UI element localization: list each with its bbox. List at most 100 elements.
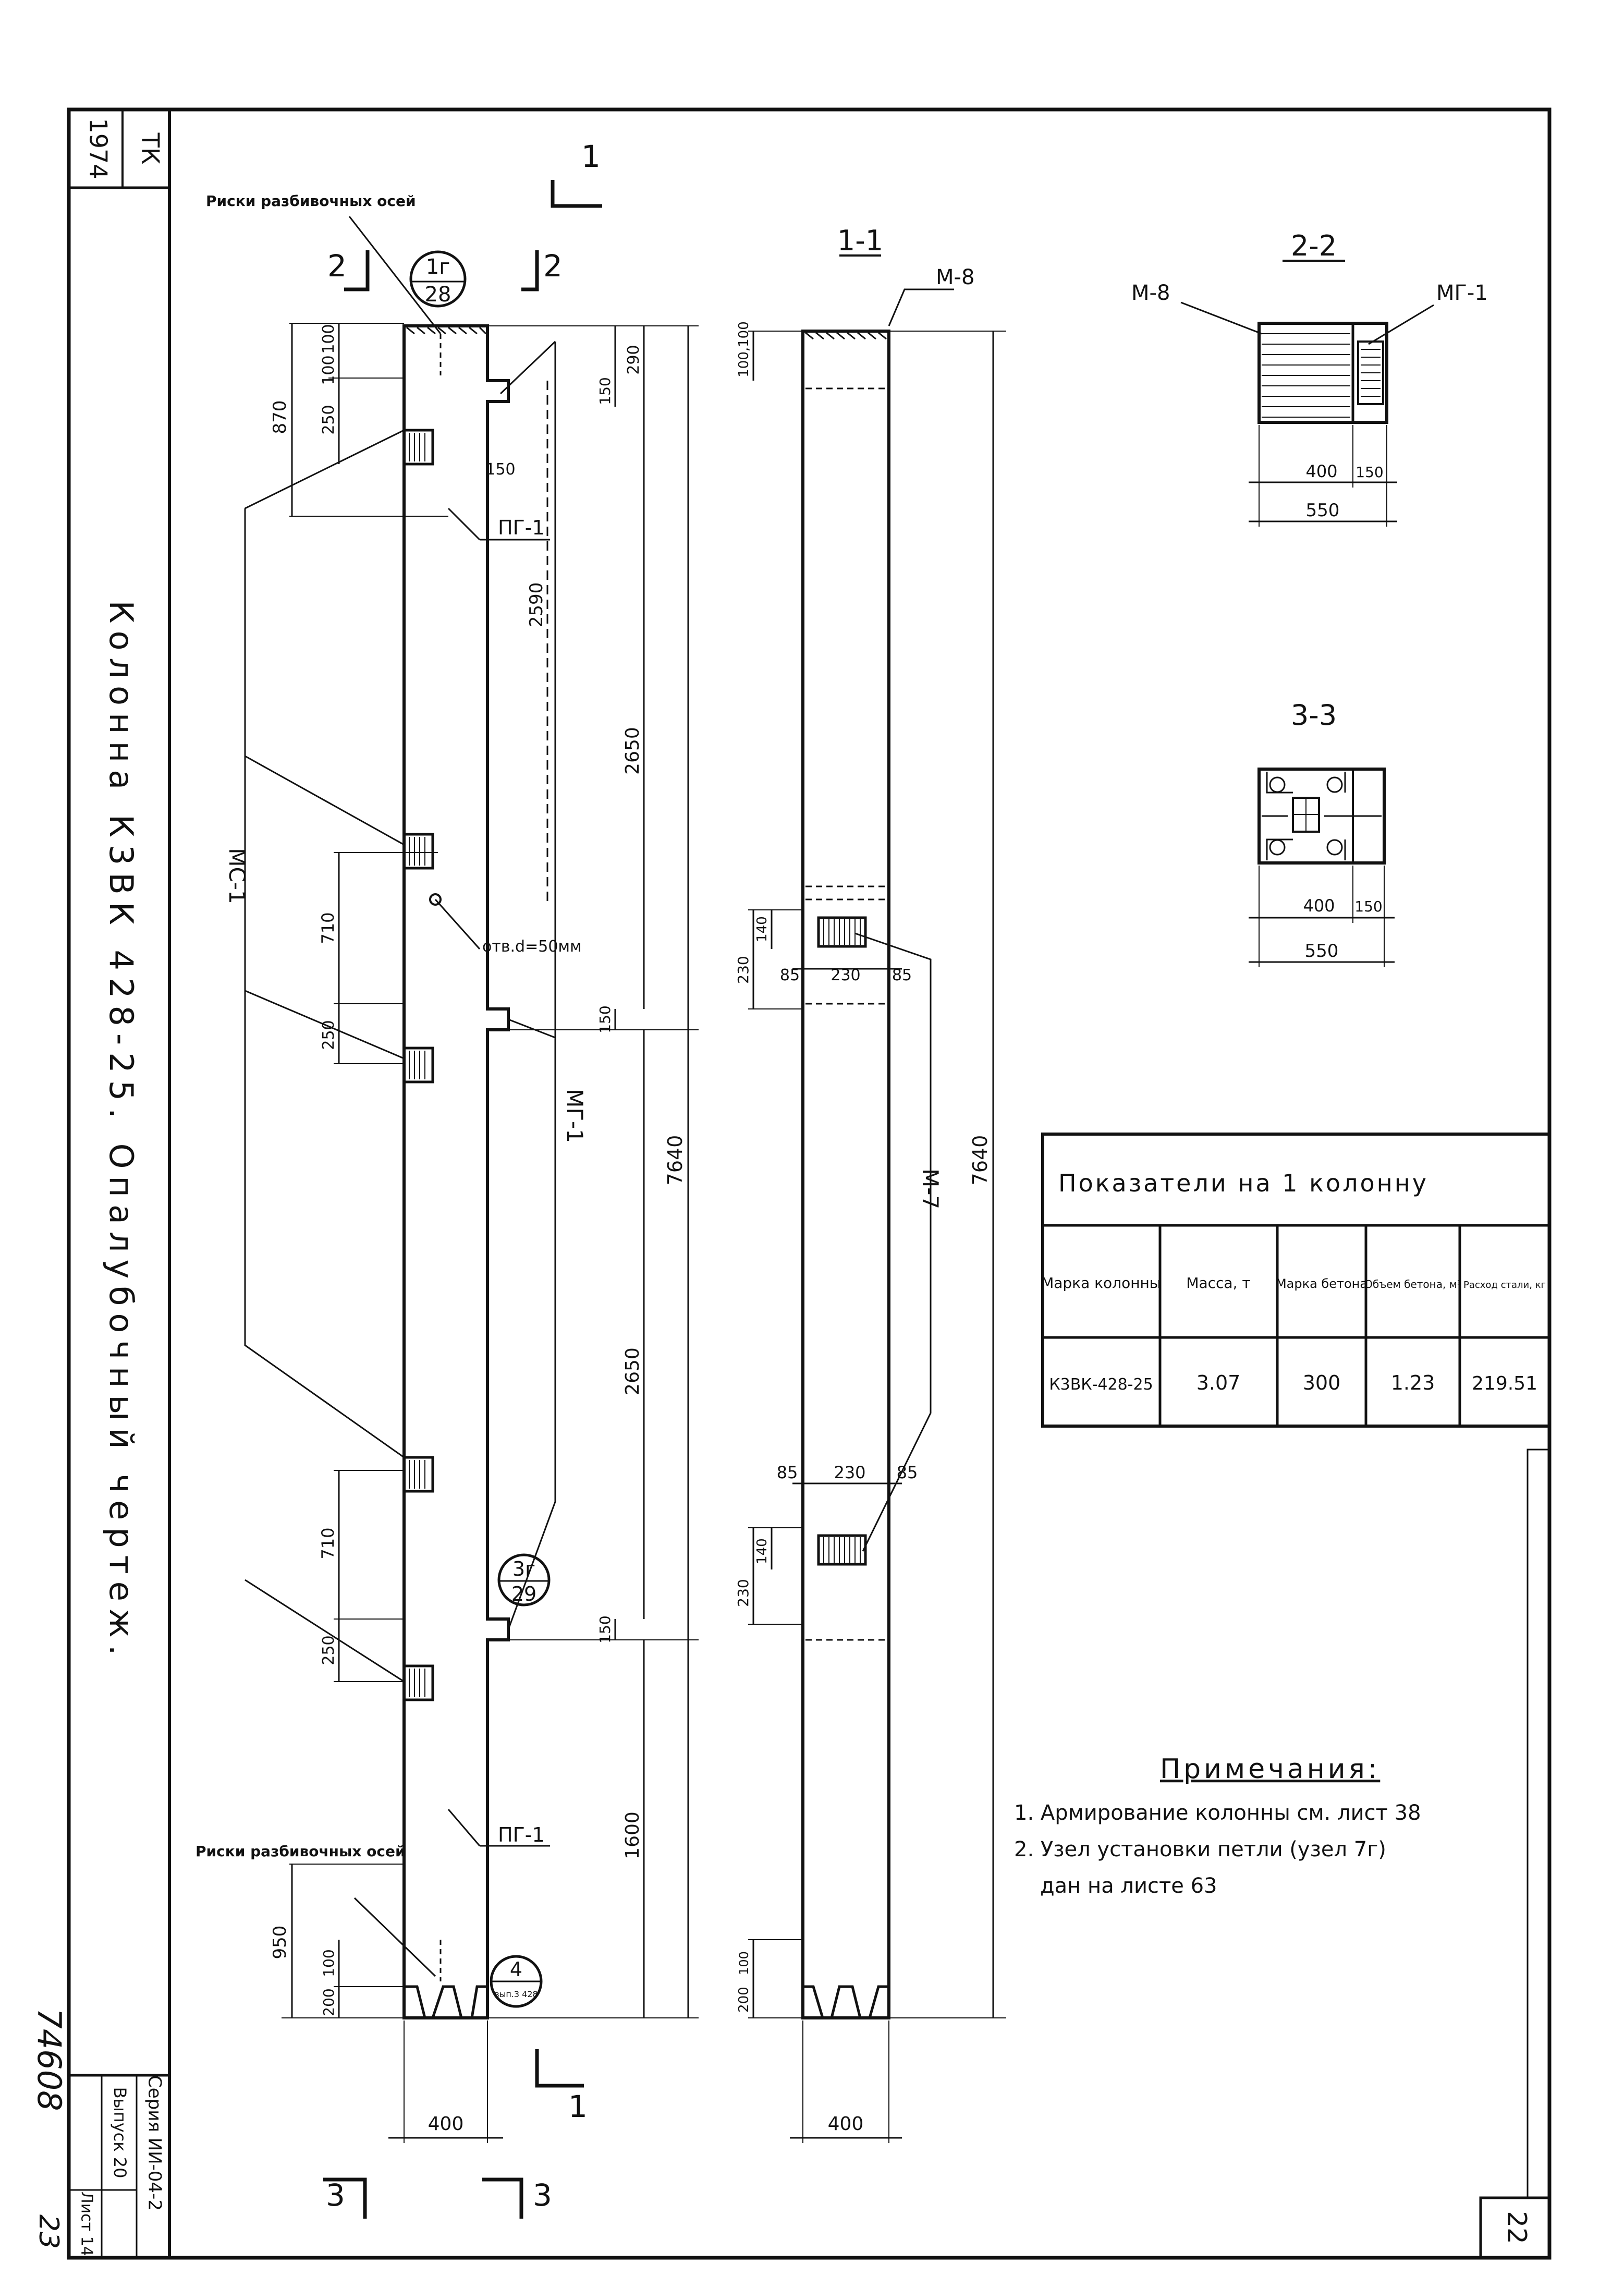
- section-2-2: [1180, 260, 1434, 527]
- sheet-label: Лист 14: [78, 2192, 96, 2256]
- dim-elev-7640: 7640: [664, 1135, 687, 1186]
- dim-elev-950: 950: [270, 1926, 290, 1960]
- section-2-2-dim-150: 150: [1356, 464, 1383, 481]
- dim-elev-2590: 2590: [526, 582, 547, 628]
- elevation-dimension-lines: [282, 323, 699, 2143]
- dim-elev-right150b: 150: [596, 1005, 614, 1033]
- dim-elev-top100b: 100: [320, 355, 338, 385]
- indicators-header-4: Расход стали, кг: [1463, 1280, 1546, 1291]
- section-2-2-m8: М-8: [1131, 281, 1170, 305]
- axis-risk-label-bottom: Риски разбивочных осей: [196, 1843, 406, 1860]
- indicators-header-1: Масса, т: [1186, 1274, 1250, 1292]
- notes-item-3: дан на листе 63: [1040, 1874, 1217, 1898]
- section-1-1-dim-b100: 100: [737, 1951, 751, 1975]
- indicators-cell-0: К3ВК-428-25: [1049, 1376, 1153, 1394]
- dim-elev-left870: 870: [270, 400, 290, 434]
- notes-title: Примечания:: [1160, 1754, 1380, 1785]
- section-1-1-dim-u85b: 85: [892, 966, 912, 984]
- section-3-3-dim-550: 550: [1305, 941, 1339, 962]
- section-3-3-dim-400: 400: [1303, 896, 1335, 916]
- stamp-year: 1974: [84, 118, 113, 179]
- section-2-2-dim-400: 400: [1305, 461, 1337, 481]
- dim-elev-width400: 400: [428, 2113, 464, 2135]
- section-1-1-dim-u230: 230: [735, 956, 752, 983]
- indicators-cell-4: 219.51: [1472, 1373, 1537, 1394]
- dim-elev-right150c: 150: [596, 1615, 614, 1643]
- section-1-1: [748, 254, 1006, 2143]
- section-3-3-title: 3-3: [1291, 699, 1337, 732]
- indicators-header-0: Марка колонны: [1041, 1274, 1161, 1292]
- section-1-1-dim-l85a: 85: [777, 1463, 798, 1482]
- section-2-2-title: 2-2: [1291, 229, 1337, 262]
- callout-bottom-den: вып.3 428: [494, 1989, 538, 1999]
- section-mark-2-left: 2: [327, 248, 347, 284]
- section-1-1-dim-b200: 200: [736, 1987, 752, 2013]
- callout-mid-num: 3г: [512, 1557, 535, 1580]
- axis-risk-label-top: Риски разбивочных осей: [206, 192, 416, 210]
- section-1-1-dim-u140: 140: [754, 916, 770, 942]
- issue-label: Выпуск 20: [110, 2087, 130, 2179]
- indicators-cell-3: 1.23: [1391, 1371, 1435, 1394]
- section-1-1-dim-l140: 140: [754, 1538, 770, 1564]
- indicators-header-3: Объем бетона, м³: [1364, 1278, 1461, 1291]
- section-2-2-mg1: МГ-1: [1436, 281, 1488, 305]
- section-1-1-title: 1-1: [837, 224, 883, 257]
- section-mark-1-top: 1: [581, 139, 601, 174]
- dim-elev-top250: 250: [320, 405, 338, 434]
- section-cut-marks: [323, 180, 602, 2219]
- page-number: 23: [33, 2214, 64, 2249]
- section-mark-2-right: 2: [543, 248, 563, 284]
- indicators-cell-1: 3.07: [1196, 1371, 1241, 1394]
- callout-bottom-num: 4: [510, 1958, 522, 1981]
- indicators-title: Показатели на 1 колонну: [1058, 1169, 1428, 1197]
- section-1-1-dim-top: 100,100: [736, 321, 752, 378]
- callout-mid-den: 29: [511, 1583, 536, 1605]
- dim-elev-710a: 710: [318, 912, 338, 944]
- section-1-1-dim-width400: 400: [828, 2113, 864, 2135]
- dim-elev-right290: 290: [625, 345, 643, 374]
- mark-hole: отв.d=50мм: [482, 938, 582, 956]
- callout-circles: [409, 250, 551, 2008]
- mark-mg1: МГ-1: [562, 1089, 588, 1143]
- section-mark-3-right: 3: [533, 2177, 552, 2213]
- dim-elev-250b: 250: [320, 1020, 338, 1050]
- callout-top-num: 1г: [426, 255, 450, 279]
- stamp-code: ТК: [137, 132, 165, 165]
- section-1-1-dim-l230b: 230: [735, 1579, 752, 1607]
- drawing-title: Колонна К3ВК 428-25. Опалубочный чертеж.: [102, 601, 140, 1663]
- archive-number: 74608: [30, 2008, 68, 2111]
- section-1-1-dim-7640: 7640: [969, 1135, 992, 1186]
- sheet-number: 22: [1502, 2211, 1532, 2244]
- mark-mc1: МС-1: [224, 848, 250, 904]
- mark-pg1-bottom: ПГ-1: [498, 1823, 545, 1846]
- notes-item-2: 2. Узел установки петли (узел 7г): [1014, 1837, 1386, 1861]
- indicators-cell-2: 300: [1303, 1371, 1341, 1394]
- dim-elev-2650a: 2650: [622, 727, 643, 775]
- callout-top-den: 28: [425, 283, 451, 307]
- section-1-1-dim-l85b: 85: [897, 1463, 918, 1482]
- hole-marker: [429, 893, 442, 906]
- dim-elev-250c: 250: [320, 1635, 338, 1665]
- elevation-plates: [402, 429, 434, 1701]
- dim-elev-b200: 200: [320, 1988, 337, 2016]
- section-2-2-dim-550: 550: [1306, 500, 1340, 521]
- section-mark-1-bottom: 1: [568, 2089, 588, 2124]
- dim-elev-2650b: 2650: [622, 1347, 643, 1395]
- section-1-1-m7: М-7: [918, 1169, 943, 1209]
- dim-elev-1600: 1600: [622, 1811, 643, 1859]
- indicators-table: [1041, 1133, 1551, 1428]
- section-3-3: [1249, 768, 1395, 967]
- section-1-1-m8: М-8: [936, 265, 974, 289]
- section-1-1-dim-u85a: 85: [780, 966, 800, 984]
- series-label: Серия ИИ-04-2: [144, 2075, 165, 2211]
- dim-elev-710b: 710: [318, 1527, 338, 1559]
- indicators-header-2: Марка бетона: [1276, 1276, 1367, 1291]
- dim-elev-b100: 100: [320, 1949, 337, 1977]
- section-mark-3-left: 3: [326, 2177, 345, 2213]
- dim-elev-top100a: 100: [320, 324, 338, 354]
- mark-pg1-top: ПГ-1: [498, 516, 545, 539]
- dim-elev-inner150: 150: [485, 460, 515, 479]
- section-3-3-dim-150: 150: [1354, 898, 1382, 915]
- notes-item-1: 1. Армирование колонны см. лист 38: [1014, 1801, 1421, 1825]
